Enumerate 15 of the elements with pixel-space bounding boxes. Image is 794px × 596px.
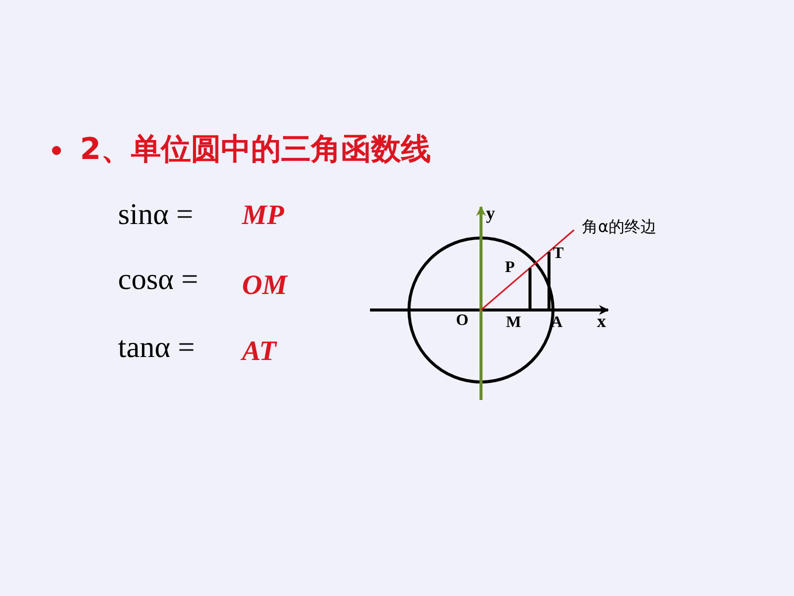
point-label: O: [456, 313, 468, 329]
point-label: T: [553, 246, 564, 262]
point-label: A: [551, 315, 563, 331]
answer-text: MP: [242, 202, 284, 230]
formula-text: sinα =: [118, 200, 194, 230]
annotation-text: 角α的终边: [582, 219, 657, 235]
axis-label: x: [597, 312, 606, 330]
heading: 2、单位圆中的三角函数线: [80, 135, 431, 165]
point-label: P: [505, 260, 515, 276]
formula-text: cosα =: [118, 265, 198, 295]
formula-text: tanα =: [118, 333, 195, 363]
answer-text: AT: [242, 338, 276, 366]
axis-label: y: [486, 204, 495, 222]
point-label: M: [506, 315, 522, 331]
answer-text: OM: [242, 272, 288, 300]
